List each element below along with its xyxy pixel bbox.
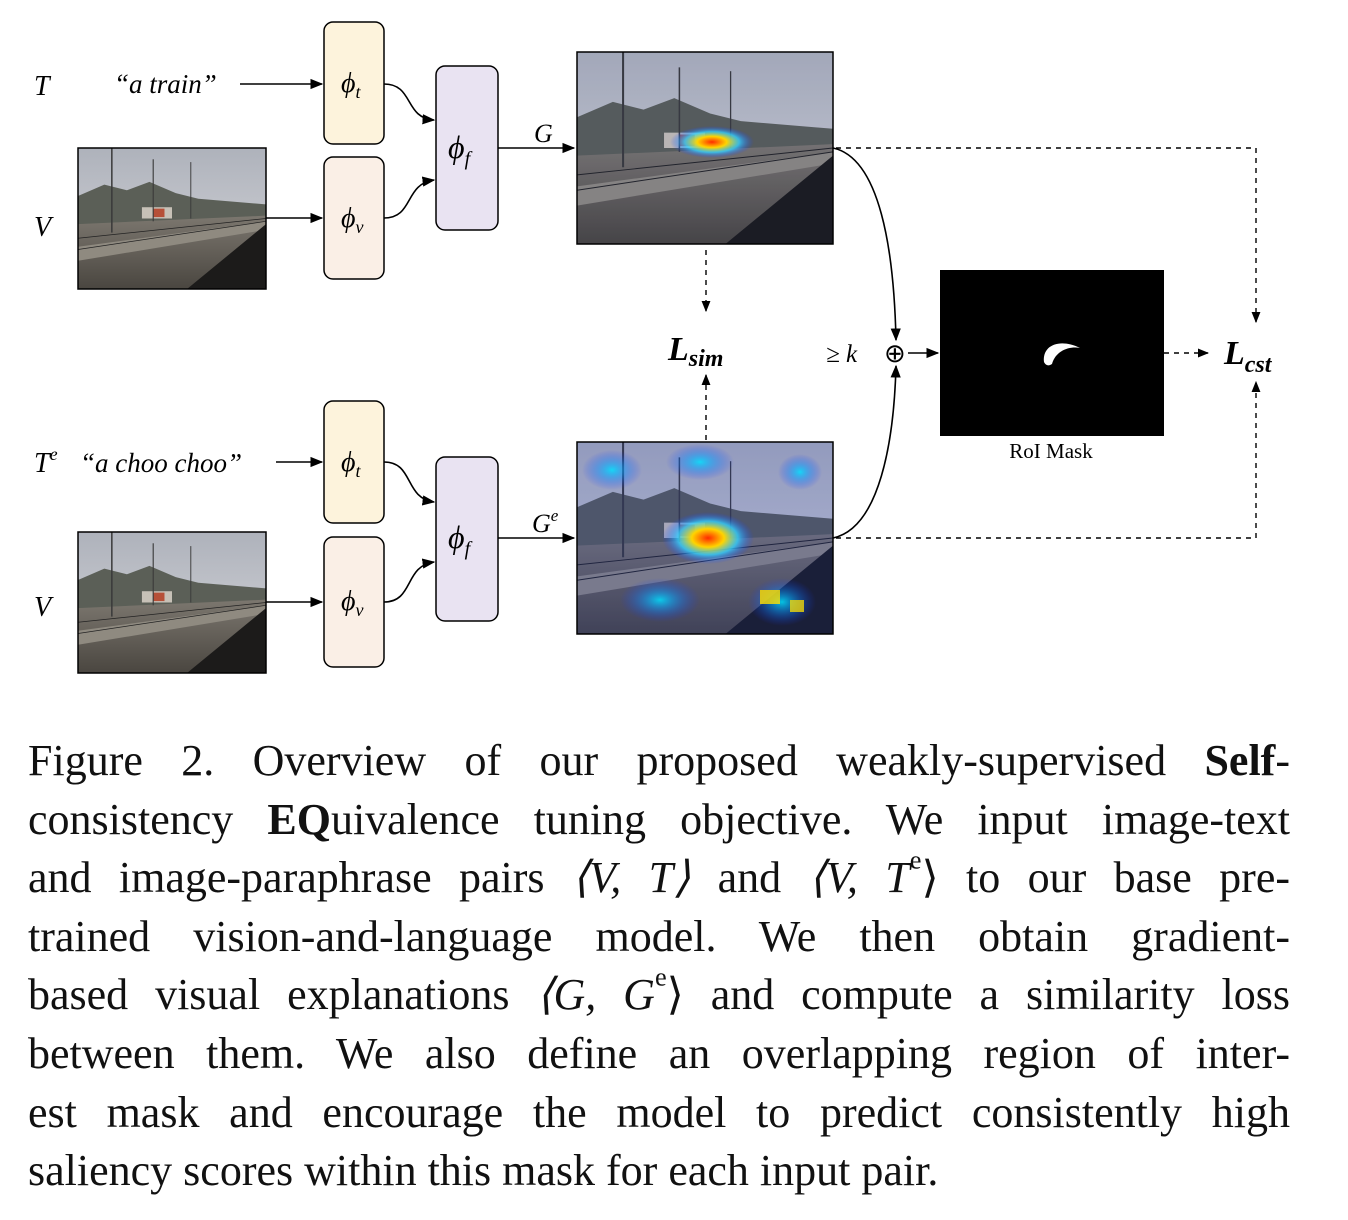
text-symbol-Te: Te	[34, 444, 58, 479]
text-symbol-T: T	[34, 71, 52, 102]
method-overview-diagram: T “a train” V ϕt ϕv ϕf G Te “a choo choo…	[34, 21, 1273, 674]
text-phrase-choo-choo: “a choo choo”	[80, 448, 242, 478]
visual-symbol-V-bottom: V	[34, 592, 54, 623]
input-image-bottom	[77, 531, 267, 674]
caption-line-5: based visual explanations ⟨G, Ge⟩ and co…	[28, 961, 1290, 1020]
svg-text:ϕv: ϕv	[341, 586, 364, 620]
consistency-loss-label: Lcst	[1223, 335, 1273, 378]
explanation-label-G: G	[534, 119, 553, 148]
combine-operator: ⊕	[884, 339, 906, 368]
saliency-map-top	[576, 51, 834, 245]
threshold-label: ≥ k	[826, 341, 858, 368]
roi-mask-caption: RoI Mask	[1009, 439, 1093, 463]
fusion-box-top: ϕf	[435, 65, 499, 231]
svg-text:ϕf: ϕf	[448, 519, 473, 560]
fusion-box-bottom: ϕf	[435, 456, 499, 622]
visual-symbol-V: V	[34, 212, 54, 243]
caption-line-7: est mask and encourage the model to pred…	[28, 1087, 1290, 1137]
visual-encoder-box-bottom: ϕv	[323, 536, 385, 668]
caption-line-8: saliency scores within this mask for eac…	[28, 1146, 939, 1196]
input-image-top	[77, 147, 267, 290]
svg-text:ϕv: ϕv	[341, 203, 364, 237]
svg-text:ϕt: ϕt	[341, 68, 362, 102]
caption-line-3: and image-paraphrase pairs ⟨V, T⟩ and ⟨V…	[28, 844, 1291, 903]
svg-text:ϕt: ϕt	[341, 447, 362, 481]
caption-line-6: between them. We also define an overlapp…	[28, 1028, 1290, 1078]
caption-line-1: Figure 2. Overview of our proposed weakl…	[28, 736, 1290, 785]
figure-caption: Figure 2. Overview of our proposed weakl…	[28, 732, 1290, 1201]
svg-text:ϕf: ϕf	[448, 129, 473, 170]
visual-encoder-box-top: ϕv	[323, 156, 385, 280]
caption-line-2: consistency EQuivalence tuning objective…	[28, 794, 1290, 844]
similarity-loss-label: Lsim	[667, 331, 723, 372]
text-encoder-box-bottom: ϕt	[323, 400, 385, 524]
caption-line-4: trained vision-and-language model. We th…	[28, 911, 1290, 961]
text-phrase-train: “a train”	[114, 69, 217, 99]
saliency-map-bottom	[576, 441, 834, 635]
roi-mask-image	[940, 270, 1164, 436]
text-encoder-box-top: ϕt	[323, 21, 385, 145]
explanation-label-Ge: Ge	[532, 506, 559, 538]
